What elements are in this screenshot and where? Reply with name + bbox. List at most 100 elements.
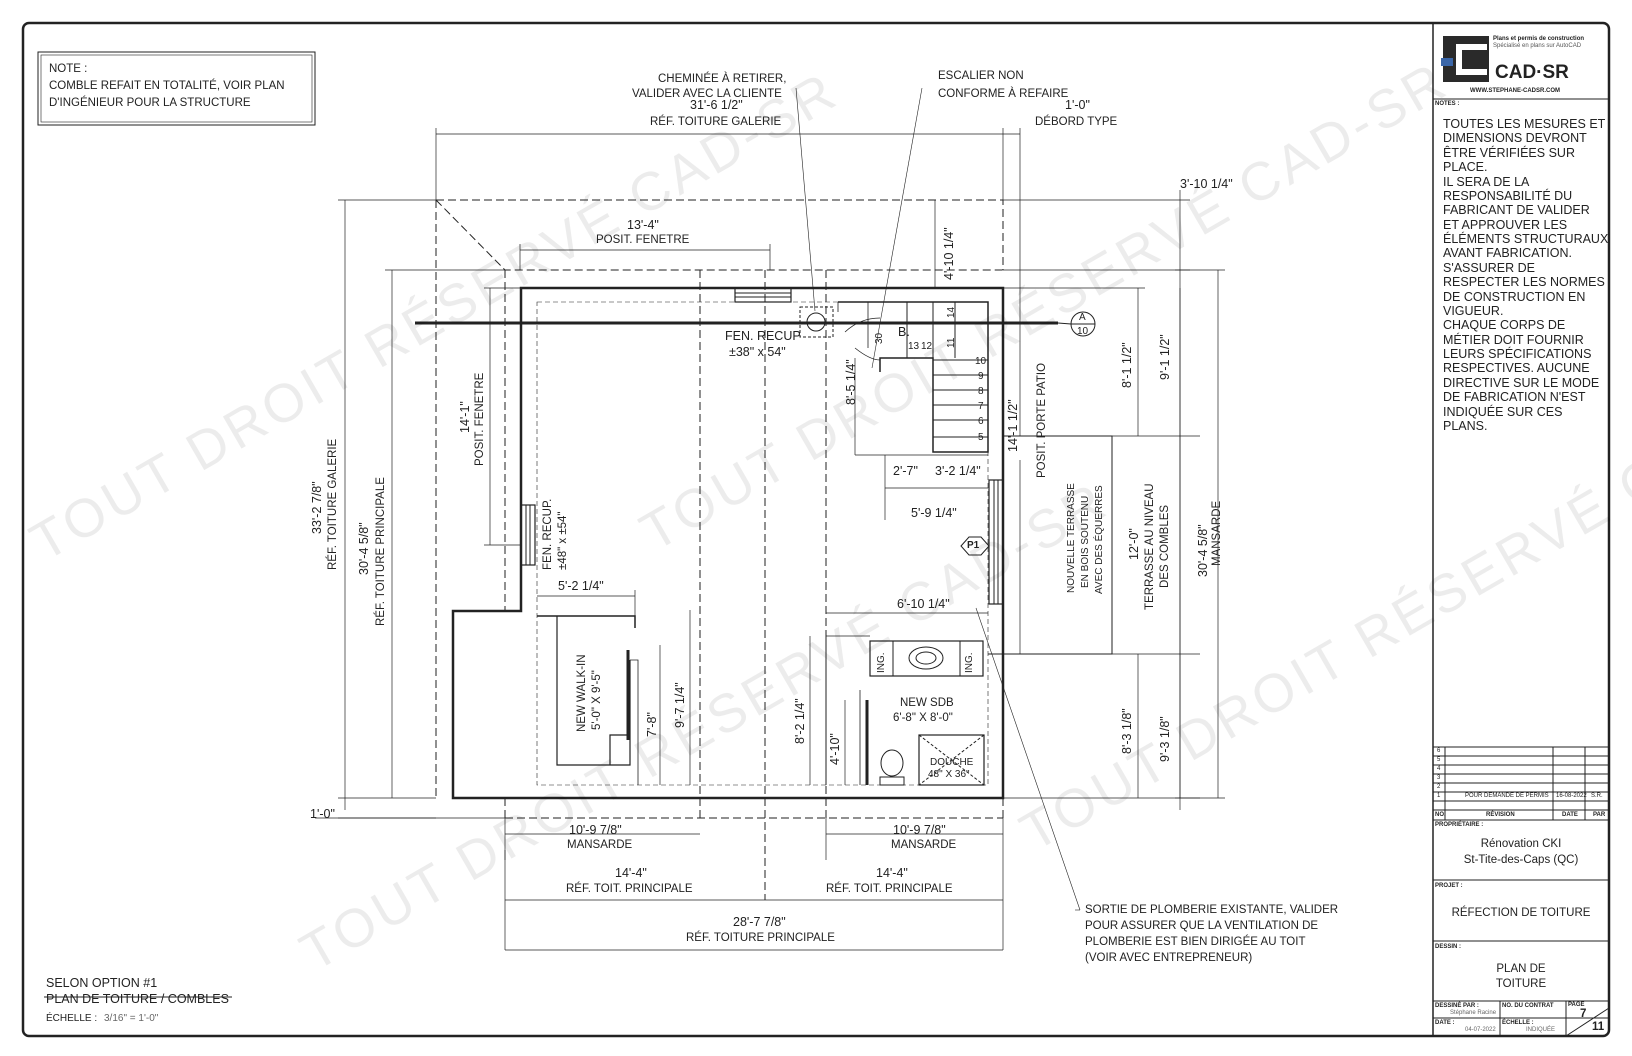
dim-sdb-width: 6'-10 1/4"	[897, 597, 950, 611]
plumbing-leader	[975, 607, 1081, 911]
dim-stair-5-9: 5'-9 1/4"	[911, 506, 957, 520]
dim-window-top-label: POSIT. FENETRE	[596, 234, 690, 246]
tb-note-line: IL SERA DE LA	[1443, 174, 1530, 189]
project-name: RÉFECTION DE TOITURE	[1451, 907, 1591, 919]
total-pages: 11	[1592, 1021, 1605, 1033]
stair-num-9: 9	[978, 371, 984, 382]
drawing-label: DESSIN :	[1435, 944, 1462, 950]
rev-no-1: 1	[1437, 793, 1441, 799]
page-label: PAGE	[1568, 1002, 1585, 1008]
dim-terrace-label-1: TERRASSE AU NIVEAU	[1144, 483, 1156, 610]
tb-note-line: DE FABRICATION N'EST	[1443, 390, 1586, 405]
rev-1-date: 16-08-2022	[1556, 793, 1587, 799]
sheet-border	[21, 21, 1611, 1038]
rev-header-par: PAR	[1593, 812, 1606, 818]
tb-note-line: AVANT FABRICATION.	[1443, 246, 1572, 261]
stair-label-b: B.	[898, 325, 910, 339]
dim-terrace-value: 12'-0"	[1127, 528, 1141, 560]
logo-tagline-1: Plans et permis de construction	[1493, 36, 1585, 42]
tb-note-line: RESPECTER LES NORMES	[1443, 275, 1605, 290]
dim-bot-mansarde-r-label: MANSARDE	[891, 839, 957, 851]
notes-label: NOTES :	[1435, 101, 1460, 107]
dim-right-9-1: 9'-1 1/2"	[1158, 334, 1172, 380]
drawing-title-line2: PLAN DE TOITURE / COMBLES	[46, 992, 229, 1006]
dim-right-mansarde-value: 30'-4 5/8"	[1196, 524, 1210, 577]
tb-note-line: ÊTRE VÉRIFIÉES SUR	[1443, 145, 1575, 160]
stair-num-11: 11	[946, 337, 957, 348]
dim-overhang-label: DÉBORD TYPE	[1035, 116, 1118, 128]
section-tag-letter: A	[1079, 312, 1086, 323]
fen-recup-top-1: FEN. RECUP	[725, 329, 801, 343]
tb-note-line: TOUTES LES MESURES ET	[1443, 117, 1606, 131]
tb-note-line: ET APPROUVER LES	[1443, 217, 1568, 232]
stairs-leader	[871, 87, 923, 369]
contract-label: NO. DU CONTRAT	[1502, 1003, 1554, 1009]
drawing-name-1: PLAN DE	[1496, 963, 1546, 975]
rev-1-text: POUR DEMANDE DE PERMIS	[1465, 793, 1549, 799]
tb-note-line: INDIQUÉE SUR CES	[1443, 404, 1563, 419]
stair-num-5: 5	[978, 432, 984, 443]
dim-bottom-1-0: 1'-0"	[310, 807, 335, 821]
ing-label-left: ING.	[876, 652, 887, 673]
dim-bot-princ-l-value: 14'-4"	[615, 866, 647, 880]
project-label: PROJET :	[1435, 883, 1463, 889]
tb-note-line: S'ASSURER DE	[1443, 260, 1535, 275]
callout-plumbing-2: POUR ASSURER QUE LA VENTILATION DE	[1085, 920, 1319, 932]
owner-location: St-Tite-des-Caps (QC)	[1463, 854, 1579, 866]
rev-no-2: 2	[1437, 784, 1441, 790]
dim-right-8-3: 8'-3 1/8"	[1120, 708, 1134, 754]
callout-chimney-2: VALIDER AVEC LA CLIENTE	[632, 88, 782, 100]
fen-recup-top-2: ±38" x 54"	[729, 345, 786, 359]
dim-stair-8-5: 8'-5 1/4"	[844, 359, 858, 405]
tb-note-line: LEURS SPÉCIFICATIONS	[1443, 347, 1592, 361]
dim-bot-mansarde-l-value: 10'-9 7/8"	[569, 823, 622, 837]
dim-walkin-7-8: 7'-8"	[645, 712, 659, 737]
drawn-by-label: DESSINÉ PAR :	[1435, 1003, 1479, 1009]
stair-num-13: 13	[908, 341, 920, 352]
shower-label-2: 48" X 36"	[928, 769, 970, 780]
dim-bot-total-value: 28'-7 7/8"	[733, 915, 786, 929]
stair-num-30: 30	[874, 332, 885, 344]
dim-right-9-3: 9'-3 1/8"	[1158, 716, 1172, 762]
page-number: 7	[1580, 1008, 1587, 1020]
p1-tag	[960, 536, 990, 556]
dim-right-8-1: 8'-1 1/2"	[1120, 342, 1134, 388]
callout-stairs-1: ESCALIER NON	[938, 70, 1024, 82]
dim-patio-label: POSIT. PORTE PATIO	[1036, 362, 1048, 478]
terrace-note-2: EN BOIS SOUTENU	[1080, 495, 1091, 588]
dim-left-window-label: POSIT. FENETRE	[474, 372, 486, 466]
dim-walkin-9-7: 9'-7 1/4"	[673, 682, 687, 728]
terrace-note-1: NOUVELLE TERRASSE	[1066, 483, 1077, 593]
stair-num-6: 6	[978, 416, 984, 427]
stair-num-8: 8	[978, 386, 984, 397]
rev-header-no: NO.	[1435, 812, 1446, 818]
tb-note-line: ÉLÉMENTS STRUCTURAUX	[1443, 232, 1609, 246]
tb-scale-value: INDIQUÉE	[1526, 1027, 1556, 1033]
rev-no-3: 3	[1437, 775, 1441, 781]
note-title: NOTE :	[49, 63, 88, 75]
tb-note-line: FABRICANT DE VALIDER	[1443, 203, 1590, 218]
tb-note-line: MÉTIER DOIT FOURNIR	[1443, 332, 1584, 347]
dim-sdb-4-10: 4'-10"	[828, 733, 842, 765]
tb-note-line: DIRECTIVE SUR LE MODE	[1443, 375, 1600, 390]
rev-no-5: 5	[1437, 757, 1441, 763]
title-block-notes: TOUTES LES MESURES ET DIMENSIONS DEVRONT…	[1443, 117, 1609, 433]
sdb-label-2: 6'-8" X 8'-0"	[893, 712, 953, 724]
tb-note-line: PLANS.	[1443, 418, 1488, 433]
note-line-2: D'INGÉNIEUR POUR LA STRUCTURE	[49, 97, 251, 109]
dim-left-main-value: 30'-4 5/8"	[357, 522, 371, 575]
dim-left-gallery-label: RÉF. TOITURE GALERIE	[327, 438, 339, 570]
logo-name: CAD·SR	[1495, 62, 1569, 83]
dim-stair-2-7: 2'-7"	[893, 464, 918, 478]
rev-no-4: 4	[1437, 766, 1441, 772]
dim-sdb-8-2: 8'-2 1/4"	[793, 698, 807, 744]
tb-note-line: RESPECTIVES. AUCUNE	[1443, 361, 1590, 376]
p1-tag-label: P1	[967, 540, 980, 551]
dim-bot-mansarde-l-label: MANSARDE	[567, 839, 633, 851]
tb-scale-label: ÉCHELLE :	[1502, 1020, 1534, 1026]
dim-patio-value: 14'-1 1/2"	[1006, 399, 1020, 452]
tb-note-line: DIMENSIONS DEVRONT	[1443, 131, 1587, 146]
dim-bot-princ-r-label: RÉF. TOIT. PRINCIPALE	[826, 883, 953, 895]
owner-name: Rénovation CKI	[1480, 838, 1562, 850]
logo-tagline-2: Spécialisé en plans sur AutoCAD	[1493, 43, 1582, 49]
